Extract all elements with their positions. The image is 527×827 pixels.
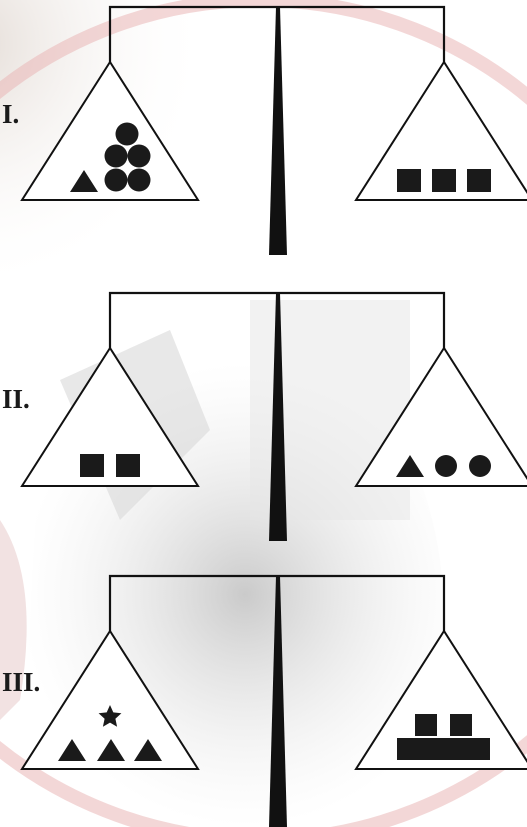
square-weight: [467, 169, 491, 192]
square-weight: [415, 714, 437, 736]
balance-frame: [110, 576, 444, 827]
circle-weight: [105, 169, 128, 192]
right-pan-shapes: [396, 455, 491, 477]
square-weight: [397, 169, 421, 192]
circle-weight: [128, 145, 151, 168]
square-weight: [468, 738, 490, 760]
circle-weight: [105, 145, 128, 168]
scale-3: [0, 569, 527, 827]
balance-frame: [110, 293, 444, 541]
scale-2: [0, 286, 527, 548]
square-weight: [432, 169, 456, 192]
stand: [269, 293, 287, 541]
circle-weight: [435, 455, 457, 477]
circle-weight: [469, 455, 491, 477]
square-weight: [116, 454, 140, 477]
stand: [269, 7, 287, 255]
circle-weight: [116, 123, 139, 146]
circle-weight: [128, 169, 151, 192]
square-weight: [450, 714, 472, 736]
scale-2-label: II.: [2, 384, 30, 415]
balance-frame: [110, 7, 444, 255]
scale-1-label: I.: [2, 99, 19, 130]
right-pan-shapes: [397, 169, 491, 192]
left-pan: [22, 348, 198, 486]
scale-1: [0, 0, 527, 262]
stand: [269, 576, 287, 827]
scale-3-label: III.: [2, 667, 40, 698]
square-weight: [80, 454, 104, 477]
